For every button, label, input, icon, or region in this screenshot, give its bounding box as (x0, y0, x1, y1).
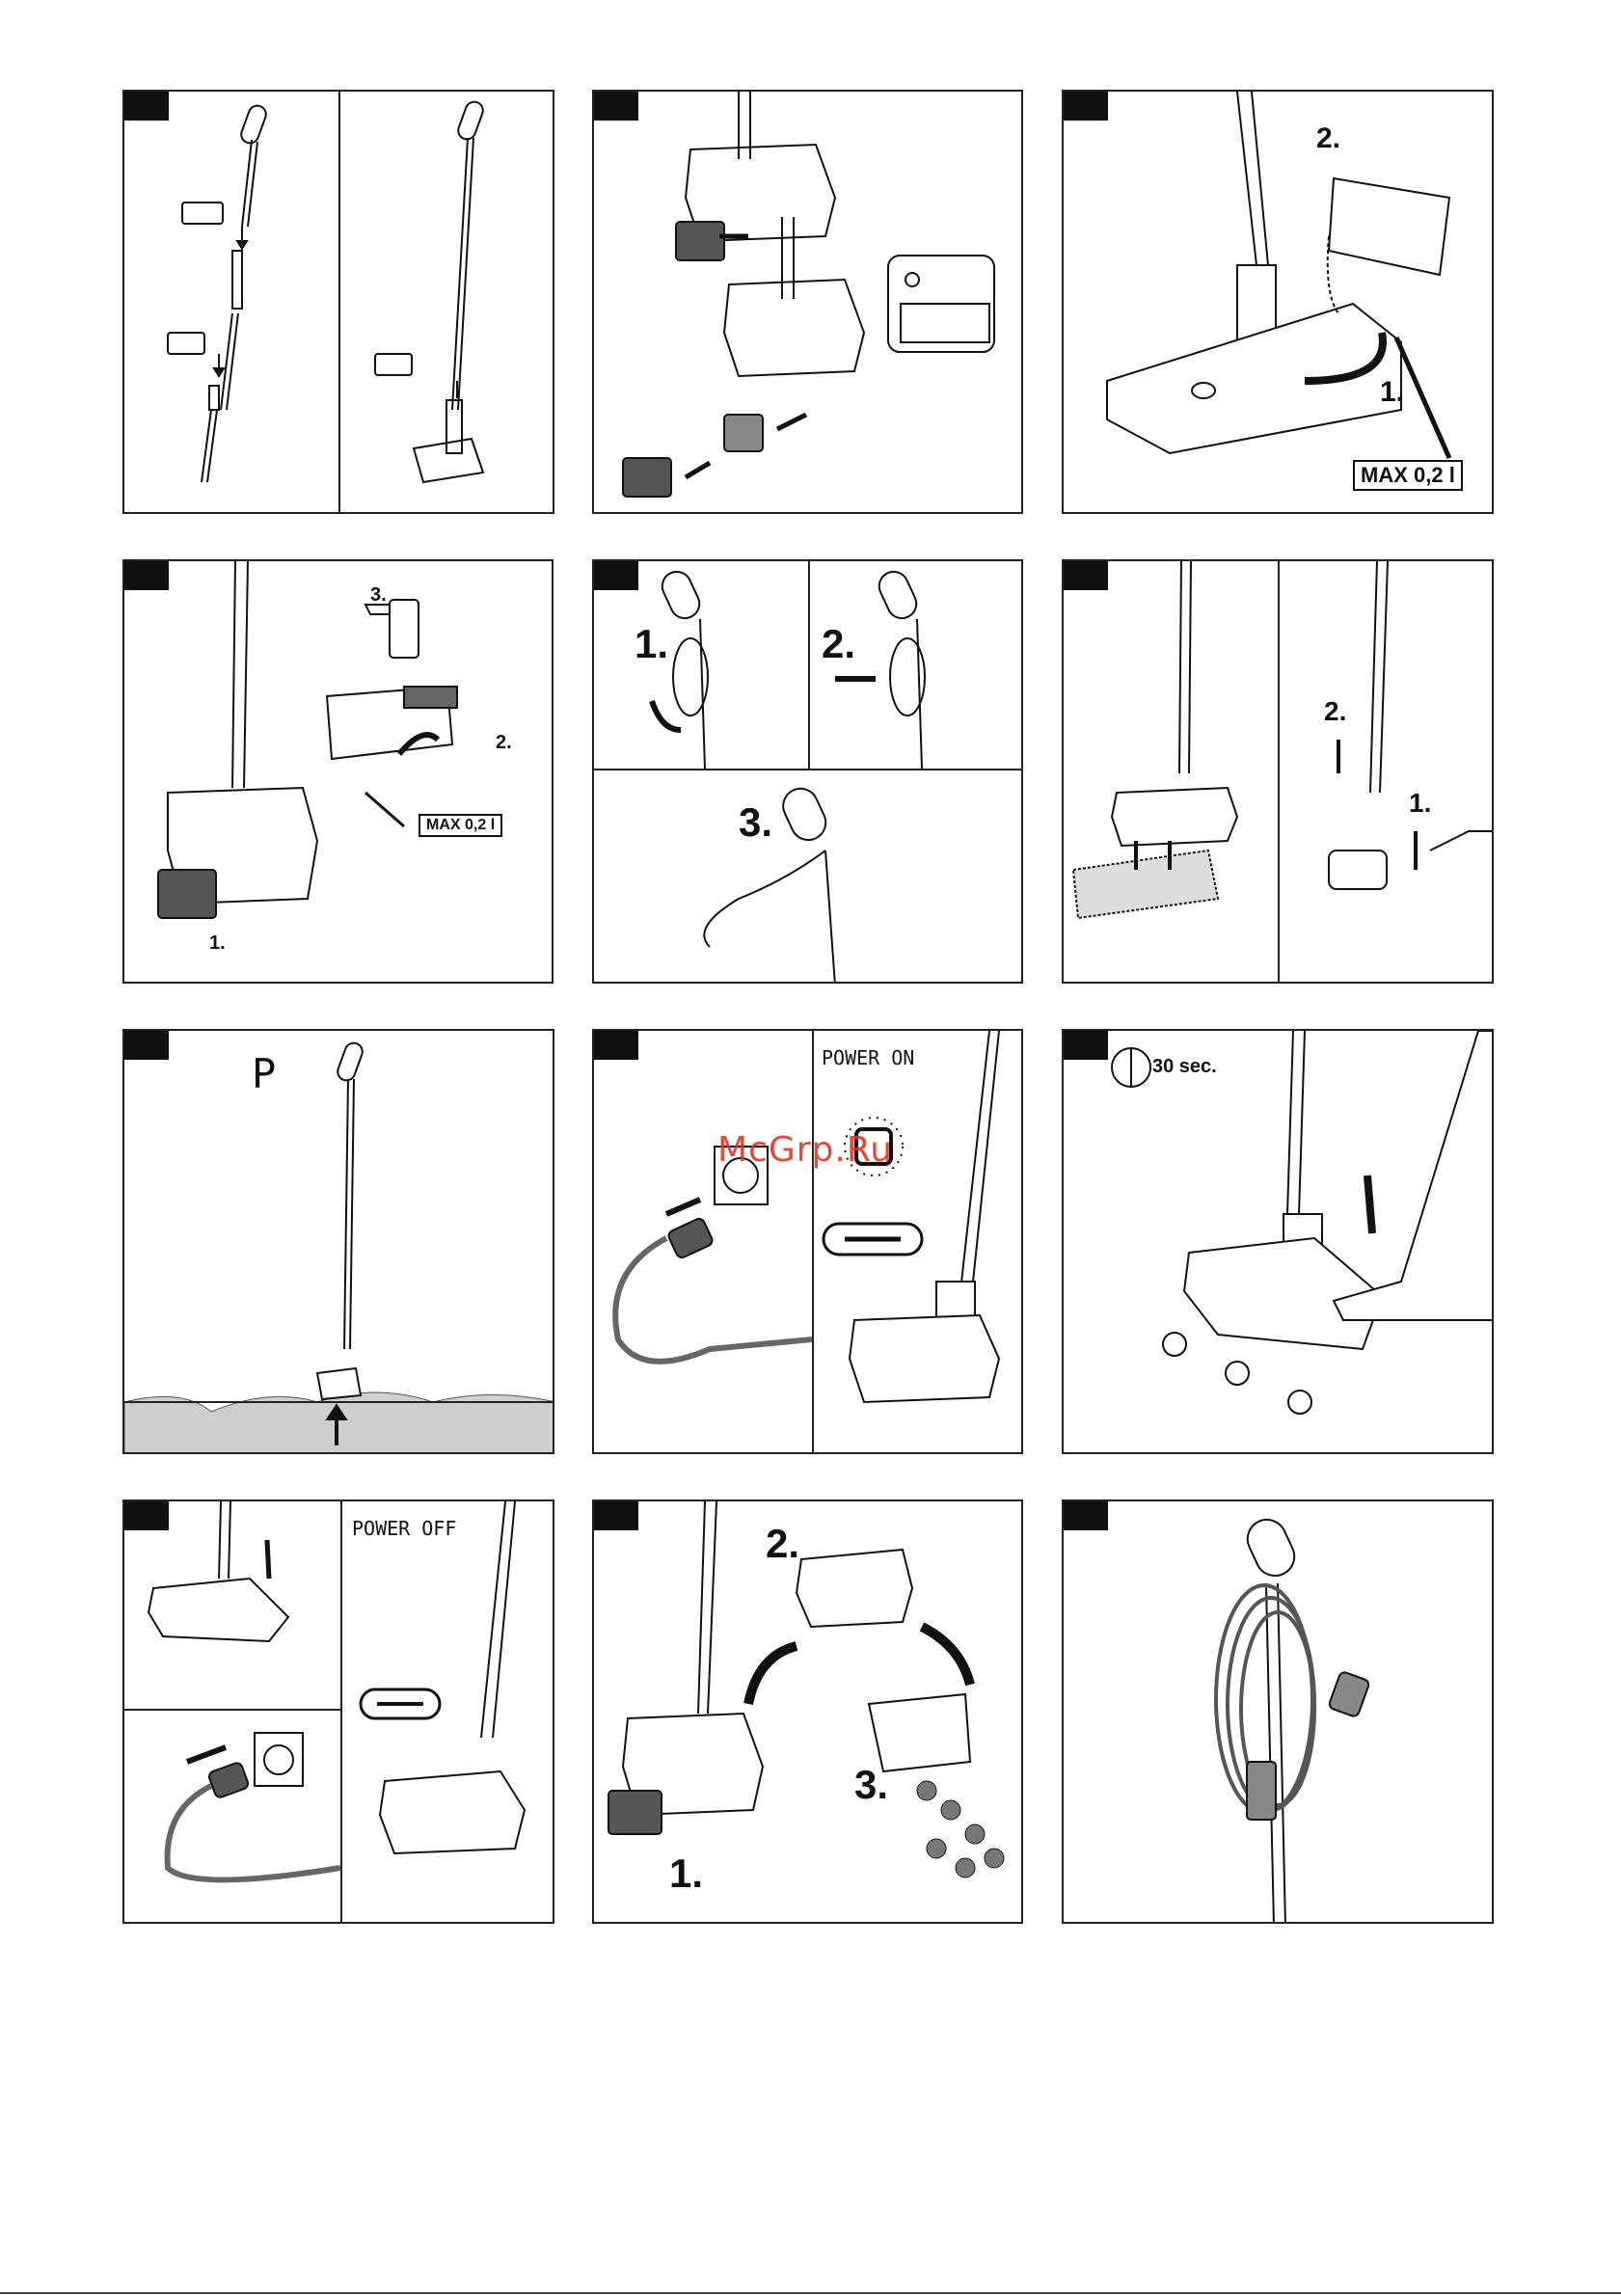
arrow-left-icon (187, 1747, 226, 1762)
step-2-label: 2. (496, 732, 512, 754)
mop-base-icon (168, 561, 317, 904)
refill-illustration (124, 561, 554, 984)
step-3-label: 3. (370, 584, 387, 607)
cartridge-icon (608, 1791, 662, 1834)
curved-arrow-icon (652, 701, 681, 730)
power-on-illustration (594, 1031, 1023, 1454)
plug-icon (615, 1217, 812, 1362)
park-illustration (124, 1031, 554, 1454)
power-indicator-icon (361, 1689, 440, 1718)
mop-base-icon (850, 1031, 999, 1402)
watermark: McGrp.Ru (717, 1130, 893, 1170)
step-3-label: 3. (854, 1762, 888, 1808)
max-volume-label: MAX 0,2 l (1353, 460, 1463, 491)
power-off-illustration (124, 1501, 554, 1924)
cartridge-illustration (594, 92, 1023, 514)
cord-storage-icon (1064, 1501, 1494, 1924)
arrow-down-icon (1367, 1175, 1372, 1233)
panel-4-refill-tank: 3. 2. 1. MAX 0,2 l (122, 559, 554, 984)
arrow-down-icon (267, 1540, 269, 1579)
step-1-label: 1. (1409, 788, 1431, 819)
empty-illustration (594, 1501, 1023, 1924)
pointer-line (365, 793, 404, 826)
step-2-label: 2. (1316, 122, 1340, 155)
curved-arrow-icon (922, 1627, 970, 1685)
water-jug-icon (1328, 178, 1449, 313)
panel-10-power-off: POWER OFF (122, 1499, 554, 1924)
tank-icon (327, 687, 457, 759)
panel-11-empty-tank: 2. 3. 1. (592, 1499, 1023, 1924)
panel-2-insert-cartridge (592, 90, 1023, 514)
panel-1-assemble-handle (122, 90, 554, 514)
clip-icon (1247, 1762, 1276, 1820)
step-1-label: 1. (1380, 376, 1404, 409)
panel-12-cord-storage (1062, 1499, 1494, 1924)
panel-5-cord-release: 1. 2. 3. (592, 559, 1023, 984)
assembled-mop-icon (375, 99, 485, 482)
pointer-line (1396, 338, 1449, 458)
socket-icon (255, 1733, 303, 1786)
arrow-icon (666, 1200, 700, 1214)
step-2-label: 2. (1324, 696, 1346, 727)
timer-illustration (1064, 1031, 1494, 1454)
step-3-label: 3. (739, 799, 772, 846)
panel-3-fill-water: 2. 1. MAX 0,2 l (1062, 90, 1494, 514)
assembly-illustration (124, 92, 554, 514)
label-card-icon (888, 256, 994, 352)
handle-icon (202, 103, 268, 482)
max-volume-label: MAX 0,2 l (419, 814, 502, 837)
curved-arrow-icon (748, 1646, 797, 1704)
speech-bubble-icon (168, 203, 223, 354)
step-2-label: 2. (822, 621, 855, 667)
page-bottom-rule (0, 2292, 1621, 2294)
panel-6-attach-pad: 2. 1. (1062, 559, 1494, 984)
plug-icon (1328, 1671, 1370, 1718)
cartridge-icon (158, 870, 216, 918)
fill-illustration (1064, 92, 1494, 514)
panel-7-park-position: P (122, 1029, 554, 1454)
water-drop-icon (917, 1781, 1004, 1877)
mop-icon (317, 1040, 365, 1399)
steam-icon (1163, 1333, 1311, 1414)
pad-illustration (1064, 561, 1494, 984)
handle-icon (658, 567, 925, 984)
timer-label: 30 sec. (1152, 1056, 1217, 1078)
panel-9-steam-wait: 30 sec. (1062, 1029, 1494, 1454)
faucet-icon (365, 600, 419, 658)
mop-base-icon (1107, 92, 1401, 453)
step-1-label: 1. (635, 621, 668, 667)
step-2-label: 2. (766, 1521, 799, 1567)
mop-base-icon (149, 1501, 525, 1853)
step-1-label: 1. (209, 932, 226, 955)
step-1-label: 1. (669, 1850, 703, 1897)
panel-8-power-on: POWER ON (592, 1029, 1023, 1454)
